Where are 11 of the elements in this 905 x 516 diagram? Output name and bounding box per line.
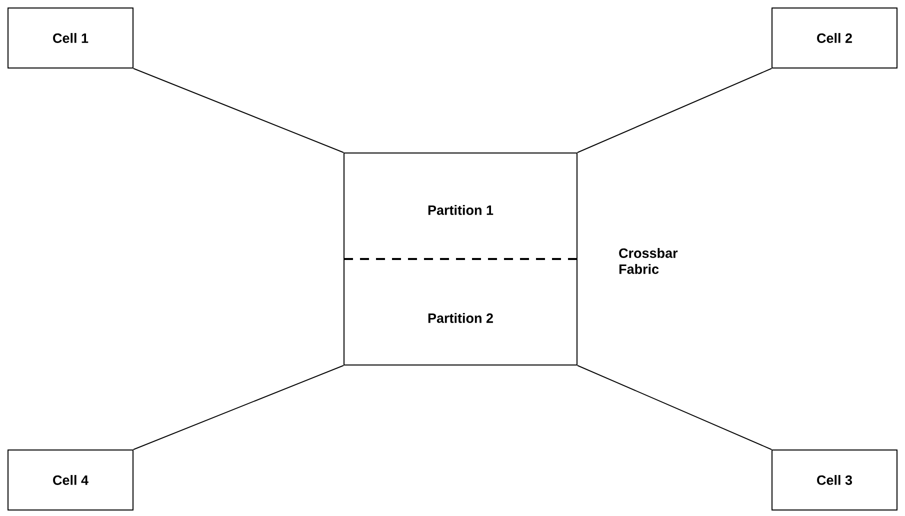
partition-label: Partition 2: [428, 313, 493, 323]
cell-box: Cell 2: [772, 8, 898, 68]
connector-line: [133, 68, 344, 153]
partition-label: Partition 1: [428, 205, 494, 215]
connector-line: [133, 365, 344, 450]
connector-line: [577, 365, 772, 450]
cell-box: Cell 3: [772, 450, 898, 510]
cell-box: Cell 4: [8, 450, 134, 510]
fabric-label: Crossbar Fabric: [619, 248, 678, 274]
connector-line: [577, 68, 772, 153]
cell-box: Cell 1: [8, 8, 134, 68]
